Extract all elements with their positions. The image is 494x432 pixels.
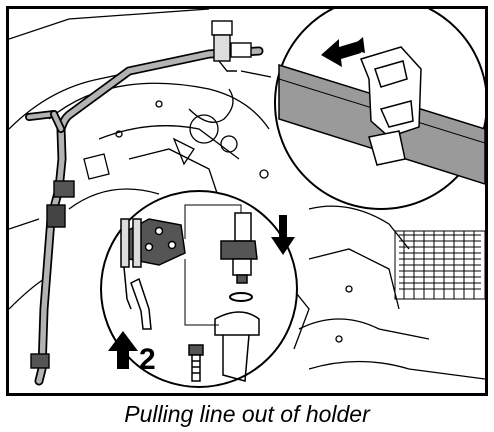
radiator-grille (394, 230, 485, 300)
line-connector-top (211, 20, 252, 72)
detail-circle-holder (274, 9, 485, 210)
o-ring-icon (229, 292, 253, 302)
arrow-left-double-icon (321, 37, 365, 67)
engine-bay-background (9, 9, 485, 380)
step-label: 2 (139, 343, 156, 376)
engine-bay-illustration: 2 (9, 9, 485, 388)
arrow-down-icon (271, 215, 295, 255)
figure-caption: Pulling line out of holder (124, 401, 370, 427)
arrow-up-icon (108, 331, 138, 369)
bolt-icon (188, 344, 204, 382)
line-fitting (214, 212, 260, 382)
line-holder-clip-lower (30, 180, 75, 369)
diagram-frame: 2 (6, 6, 488, 396)
holder-bracket (120, 218, 186, 330)
